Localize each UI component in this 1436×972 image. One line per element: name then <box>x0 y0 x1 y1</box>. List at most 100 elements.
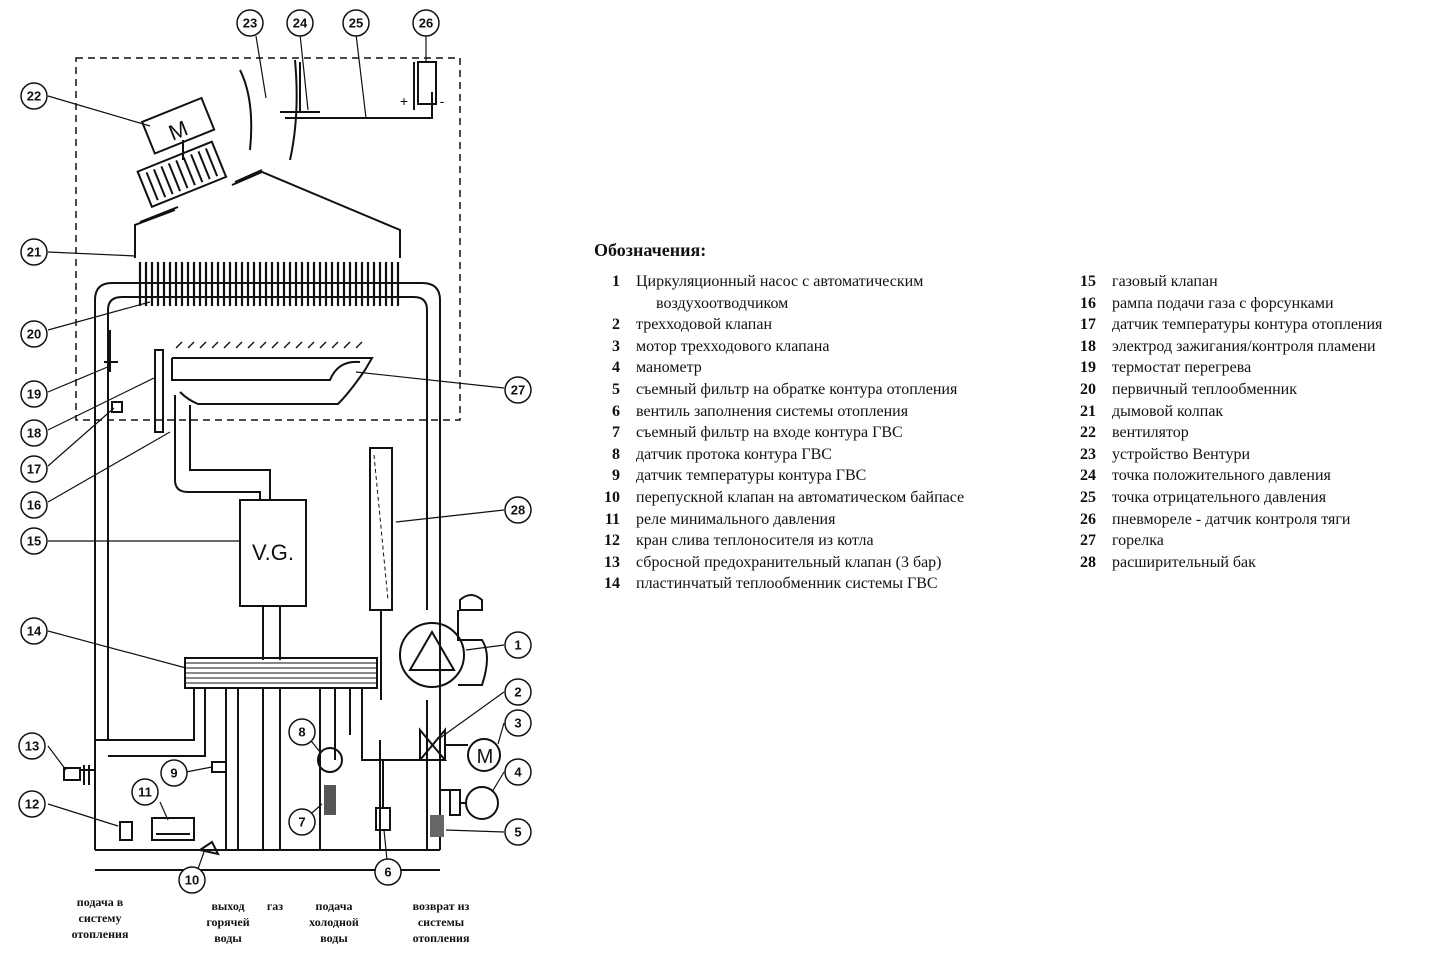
label-cold-water-in: подача холодной воды <box>296 898 372 946</box>
callout-24: 24 <box>293 16 308 31</box>
callout-1: 1 <box>514 638 521 653</box>
legend-item-num: 14 <box>604 575 620 593</box>
callout-22: 22 <box>27 89 41 104</box>
legend-item-text: вентилятор <box>1112 424 1189 442</box>
legend-item-text: устройство Вентури <box>1112 445 1251 463</box>
legend-item-text: расширительный бак <box>1112 553 1256 571</box>
callout-17: 17 <box>27 462 41 477</box>
callout-26: 26 <box>419 16 433 31</box>
burner <box>171 357 374 405</box>
legend-item-text: перепускной клапан на автоматическом бай… <box>636 488 965 506</box>
legend-item-text: мотор трехходового клапана <box>636 337 830 355</box>
legend-item-text: точка отрицательного давления <box>1112 488 1327 506</box>
legend-item-num: 3 <box>612 337 620 355</box>
label-line: отопления <box>71 927 129 941</box>
legend-item-num: 13 <box>604 553 620 571</box>
manometer <box>465 786 499 820</box>
legend-item: 1 Циркуляционный насос с автоматическим <box>594 271 1054 293</box>
legend-item-text: первичный теплообменник <box>1112 380 1298 398</box>
legend-item-text: сбросной предохранительный клапан (3 бар… <box>636 553 942 571</box>
callout-18: 18 <box>27 426 41 441</box>
label-hot-water-out: выход горячей воды <box>196 898 260 946</box>
overheat-thermostat <box>104 330 118 372</box>
pressure-switch-minus: - <box>440 93 445 109</box>
legend-item-text: кран слива теплоносителя из котла <box>636 532 874 550</box>
legend-item: 28 расширительный бак <box>1070 552 1436 574</box>
legend-item: 12 кран слива теплоносителя из котла <box>594 530 1054 552</box>
legend-item-num: 11 <box>604 510 620 528</box>
label-line: подача <box>315 899 353 913</box>
callout-2: 2 <box>514 685 521 700</box>
combustion-chamber-outline <box>75 57 461 421</box>
callout-20: 20 <box>27 327 41 342</box>
label-line: холодной <box>309 915 359 929</box>
return-filter <box>430 815 444 837</box>
label-line: систему <box>78 911 122 925</box>
flue-hood <box>134 170 401 258</box>
legend-item-text: термостат перегрева <box>1112 359 1252 377</box>
three-way-valve <box>417 727 448 761</box>
legend-item-continuation: воздухоотводчиком <box>594 293 1054 315</box>
label-heating-supply: подача в систему отопления <box>58 894 142 942</box>
callout-leaders <box>47 33 505 881</box>
dhw-temp-sensor <box>211 761 227 773</box>
legend-item-num: 26 <box>1080 510 1096 528</box>
legend-item: 26 пневмореле - датчик контроля тяги <box>1070 509 1436 531</box>
legend-item-text: Циркуляционный насос с автоматическим <box>636 273 924 290</box>
legend-item-num: 16 <box>1080 294 1096 312</box>
legend-item-num: 28 <box>1080 553 1096 571</box>
legend-item-num: 17 <box>1080 316 1096 334</box>
legend-item-num: 27 <box>1080 532 1096 550</box>
gas-valve <box>239 499 307 607</box>
legend-item-num: 6 <box>612 402 620 420</box>
legend-item-text: датчик протока контура ГВС <box>636 445 832 463</box>
legend-item-num: 25 <box>1080 488 1096 506</box>
bypass-valve <box>197 840 220 856</box>
gas-valve-label: V.G. <box>252 540 294 565</box>
drain-tap <box>119 821 133 841</box>
callout-5: 5 <box>514 825 521 840</box>
callout-7: 7 <box>298 815 305 830</box>
callout-16: 16 <box>27 498 41 513</box>
callout-9: 9 <box>170 766 177 781</box>
legend-item-text: манометр <box>636 359 702 377</box>
gas-ramp <box>174 395 271 500</box>
valve-motor <box>467 738 501 772</box>
legend-item-num: 1 <box>612 273 620 290</box>
auto-air-vent <box>459 594 483 611</box>
legend-item-num: 12 <box>604 532 620 550</box>
legend-title: Обозначения: <box>594 240 707 260</box>
legend-item: 13 сбросной предохранительный клапан (3 б… <box>594 552 1054 574</box>
legend-item: 16 рампа подачи газа с форсунками <box>1070 293 1436 315</box>
legend-item-text: воздухоотводчиком <box>656 294 789 312</box>
heating-loop-outer <box>94 282 441 850</box>
legend-item: 6 вентиль заполнения системы отопления <box>594 401 1054 423</box>
legend-item: 5 съемный фильтр на обратке контура отопл… <box>594 379 1054 401</box>
legend-item-num: 19 <box>1080 359 1096 377</box>
legend-item-text: точка положительного давления <box>1112 467 1331 485</box>
legend-item-text: съемный фильтр на обратке контура отопле… <box>636 380 958 398</box>
callout-21: 21 <box>27 245 41 260</box>
legend-item: 25 точка отрицательного давления <box>1070 487 1436 509</box>
label-gas: газ <box>258 898 292 914</box>
legend-item-text: вентиль заполнения системы отопления <box>636 402 909 420</box>
legend-column-left: 1 Циркуляционный насос с автоматическим в… <box>594 271 1054 595</box>
legend-item-text: электрод зажигания/контроля пламени <box>1112 337 1376 355</box>
callout-25: 25 <box>349 16 363 31</box>
label-line: горячей <box>206 915 250 929</box>
legend-item-num: 5 <box>612 380 620 398</box>
callout-3: 3 <box>514 716 521 731</box>
legend-item-text: пневмореле - датчик контроля тяги <box>1112 510 1351 528</box>
safety-valve <box>63 765 94 785</box>
label-line: подача в <box>76 895 124 909</box>
venturi-device <box>239 59 298 161</box>
legend-item-text: газовый клапан <box>1112 273 1218 290</box>
legend-item-text: рампа подачи газа с форсунками <box>1112 294 1334 312</box>
